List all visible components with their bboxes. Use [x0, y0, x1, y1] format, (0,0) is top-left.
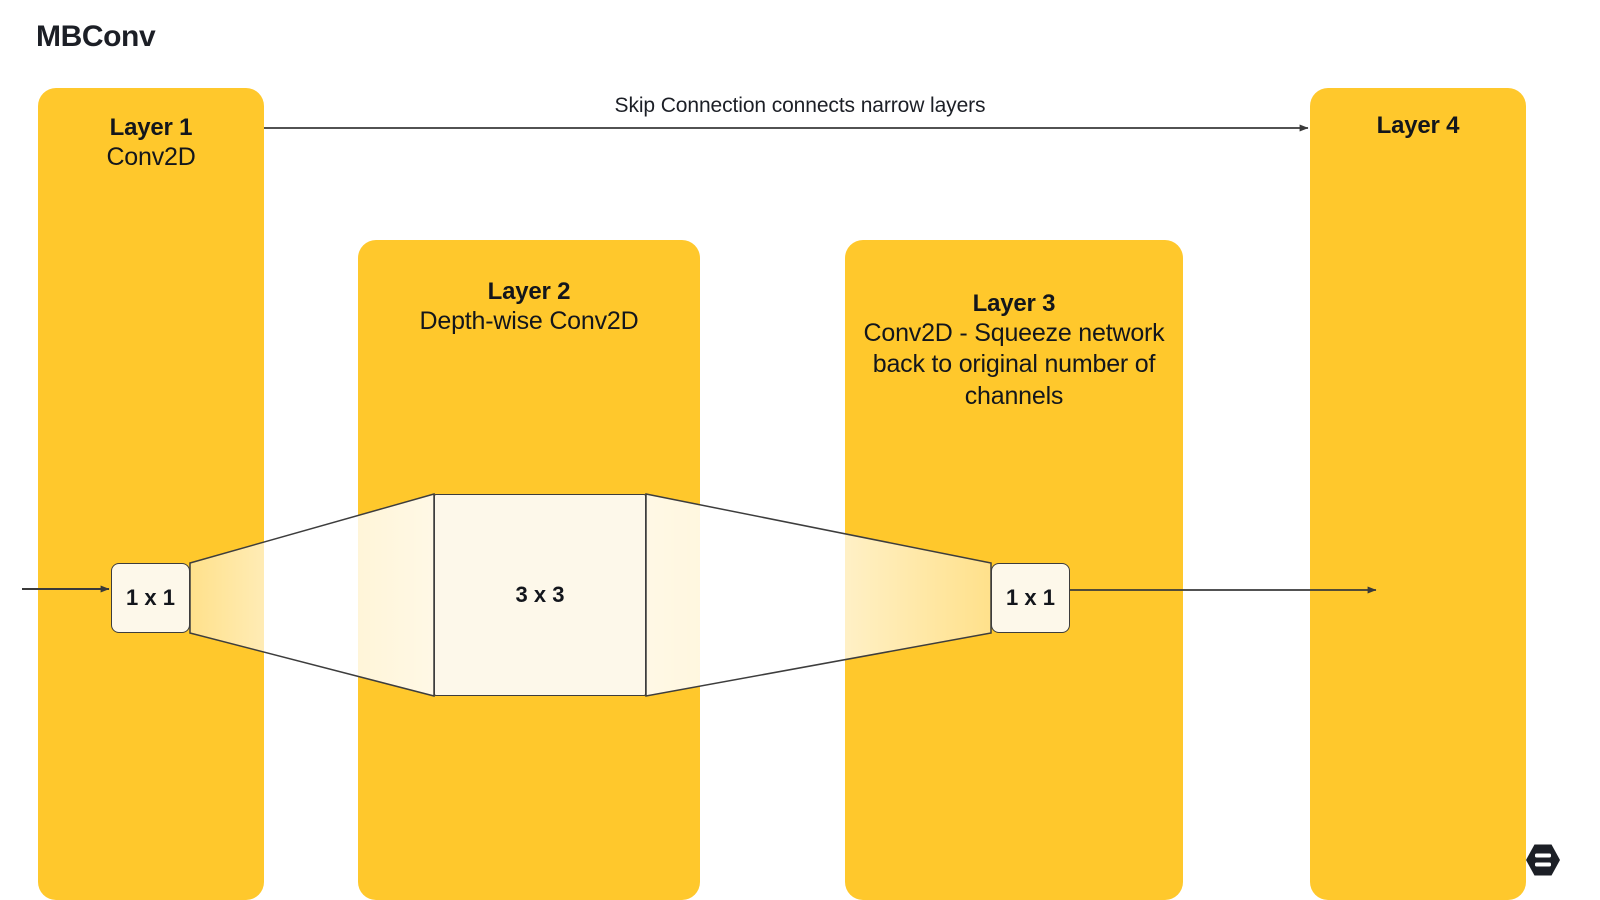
kernel-box-1x1-first: 1 x 1 [111, 563, 190, 633]
page-title: MBConv [36, 20, 156, 53]
layer-1-text-block: Layer 1 Conv2D [38, 114, 264, 173]
skip-connection-label: Skip Connection connects narrow layers [614, 94, 986, 117]
layer-4-title: Layer 4 [1376, 112, 1460, 139]
layer-column-4: Layer 4 [1310, 88, 1526, 900]
layer-3-text-block: Layer 3 Conv2D - Squeeze network back to… [845, 290, 1183, 413]
kernel-box-1x1-second: 1 x 1 [991, 563, 1070, 633]
layer-column-1: Layer 1 Conv2D [38, 88, 264, 900]
layer-2-subtitle: Depth-wise Conv2D [419, 306, 639, 335]
layer-4-text-block: Layer 4 [1310, 112, 1526, 140]
hexagon-logo-icon [1526, 844, 1560, 876]
layer-1-subtitle: Conv2D [106, 142, 196, 171]
layer-2-title: Layer 2 [487, 278, 571, 305]
layer-3-subtitle: Conv2D - Squeeze network back to origina… [863, 318, 1165, 411]
kernel-box-3x3: 3 x 3 [434, 494, 646, 696]
layer-3-title: Layer 3 [972, 290, 1056, 317]
layer-1-title: Layer 1 [109, 114, 193, 141]
layer-column-3: Layer 3 Conv2D - Squeeze network back to… [845, 240, 1183, 900]
layer-2-text-block: Layer 2 Depth-wise Conv2D [358, 278, 700, 337]
